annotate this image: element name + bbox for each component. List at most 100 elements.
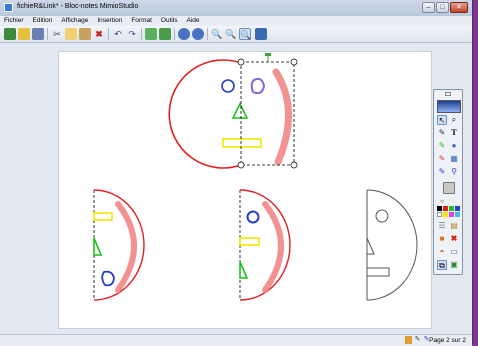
close-button[interactable]: ✕: [450, 2, 468, 13]
new-page-icon[interactable]: [145, 28, 157, 40]
bottom-middle-face[interactable]: [239, 189, 291, 301]
next-page-icon[interactable]: [192, 28, 204, 40]
swatch-green[interactable]: [449, 206, 454, 211]
bl-yellow-rect[interactable]: [93, 212, 113, 221]
title-bar[interactable]: fichieR&Link* - Bloc-notes MimioStudio –…: [0, 0, 472, 16]
menu-format[interactable]: Format: [131, 17, 152, 24]
bl-pink-arc[interactable]: [115, 201, 137, 293]
paste-icon[interactable]: [79, 28, 91, 40]
bm-yellow-rect[interactable]: [239, 237, 260, 246]
gallery-icon[interactable]: ▤: [450, 221, 458, 230]
zoom-in-icon[interactable]: 🔍: [211, 29, 223, 39]
zoom-tool-icon[interactable]: ⌕: [451, 115, 457, 124]
bm-red-arc[interactable]: [239, 189, 291, 301]
new-icon[interactable]: [4, 28, 16, 40]
reveal-icon[interactable]: ○: [440, 199, 444, 205]
save-icon[interactable]: [32, 28, 44, 40]
screen-icon[interactable]: [255, 28, 267, 40]
eraser-icon[interactable]: ✎: [438, 154, 446, 163]
menu-affichage[interactable]: Affichage: [61, 17, 89, 24]
top-face-red-arc[interactable]: [168, 59, 242, 169]
swatch-white[interactable]: [437, 212, 442, 217]
bl-green-triangle[interactable]: [93, 237, 103, 256]
resize-handle[interactable]: [290, 161, 298, 169]
print-icon[interactable]: ▭: [450, 247, 458, 256]
menu-outils[interactable]: Outils: [160, 17, 178, 24]
toolbar-separator: [174, 28, 175, 40]
menu-edition[interactable]: Edition: [32, 17, 53, 24]
pen-preview: [437, 100, 461, 113]
undo-icon[interactable]: ↶: [114, 29, 122, 39]
shape-icon[interactable]: ●: [451, 141, 457, 150]
top-face[interactable]: [168, 53, 298, 169]
rotate-handle[interactable]: [265, 53, 271, 56]
delete-icon[interactable]: ✖: [95, 29, 103, 39]
swatch-red[interactable]: [443, 206, 448, 211]
page-indicator: Page 2 sur 2: [429, 337, 466, 344]
status-highlighter-icon[interactable]: ✎: [423, 336, 430, 343]
recent-colors-icon[interactable]: ☰: [438, 221, 446, 230]
br-gray-arc[interactable]: [366, 189, 418, 301]
bm-pink-arc[interactable]: [262, 201, 284, 293]
swatch-blue[interactable]: [455, 206, 460, 211]
canvas-area: [0, 43, 472, 334]
zoom-fit-icon[interactable]: 🔍: [239, 28, 252, 40]
swatch-cyan[interactable]: [455, 212, 460, 217]
open-icon[interactable]: [18, 28, 30, 40]
clipboard-icon[interactable]: ⧉: [437, 260, 447, 270]
resize-handle[interactable]: [237, 161, 245, 169]
swatch-yellow[interactable]: [443, 212, 448, 217]
top-face-yellow-rect[interactable]: [222, 138, 262, 148]
resize-handle[interactable]: [237, 58, 245, 66]
br-nose-triangle[interactable]: [366, 237, 375, 255]
screen-capture-icon[interactable]: ▣: [450, 260, 458, 269]
bottom-left-face[interactable]: [93, 189, 145, 301]
top-face-blue-circle[interactable]: [221, 79, 235, 93]
minimize-button[interactable]: –: [422, 2, 435, 13]
swatch-magenta[interactable]: [449, 212, 454, 217]
bottom-right-face[interactable]: [366, 189, 418, 301]
menu-fichier[interactable]: Fichier: [4, 17, 24, 24]
bm-green-triangle[interactable]: [239, 261, 249, 279]
status-pen-icon[interactable]: ✎: [414, 336, 421, 343]
top-face-purple-blob[interactable]: [250, 77, 266, 95]
duplicate-page-icon[interactable]: [159, 28, 171, 40]
clear-icon[interactable]: ✖: [450, 234, 458, 243]
record-icon[interactable]: ■: [439, 234, 445, 243]
text-icon[interactable]: T: [451, 128, 457, 137]
br-eye-circle[interactable]: [375, 209, 389, 223]
bl-red-arc[interactable]: [93, 189, 145, 301]
fill-icon[interactable]: ▦: [450, 154, 458, 163]
bm-blue-circle[interactable]: [246, 210, 260, 224]
resize-handle[interactable]: [290, 58, 298, 66]
menu-aide[interactable]: Aide: [186, 17, 200, 24]
bl-blue-blob[interactable]: [101, 270, 115, 287]
line-icon[interactable]: ✎: [438, 167, 446, 176]
capture-icon[interactable]: ◓: [439, 247, 445, 256]
cut-icon[interactable]: ✂: [53, 29, 61, 39]
br-mouth-rect[interactable]: [367, 267, 390, 277]
top-face-pink-arc[interactable]: [272, 68, 292, 166]
spotlight-icon[interactable]: [443, 182, 455, 194]
toolbar-separator: [47, 28, 48, 40]
redo-icon[interactable]: ↷: [128, 29, 136, 39]
copy-icon[interactable]: [65, 28, 77, 40]
tool-palette: ↖ ⌕ ✎ T ✎ ● ✎ ▦ ✎ ⚲ ○ ☰ ▤ ■ ✖ ◓ ▭ ⧉ ▣: [433, 89, 463, 275]
maximize-button[interactable]: □: [436, 2, 449, 13]
status-note-icon[interactable]: [405, 336, 412, 344]
app-icon: [4, 3, 13, 12]
zoom-out-icon[interactable]: 🔍: [225, 29, 237, 39]
top-face-green-triangle[interactable]: [231, 102, 249, 119]
select-arrow-icon[interactable]: ↖: [437, 115, 447, 125]
prev-page-icon[interactable]: [178, 28, 190, 40]
menu-insertion[interactable]: Insertion: [97, 17, 123, 24]
highlighter-icon[interactable]: ✎: [438, 141, 446, 150]
dropper-icon[interactable]: ⚲: [451, 167, 457, 176]
swatch-black[interactable]: [437, 206, 442, 211]
palette-grip-icon[interactable]: [445, 92, 451, 96]
pen-icon[interactable]: ✎: [438, 128, 446, 137]
toolbar-separator: [141, 28, 142, 40]
window-title: fichieR&Link* - Bloc-notes MimioStudio: [17, 3, 139, 10]
